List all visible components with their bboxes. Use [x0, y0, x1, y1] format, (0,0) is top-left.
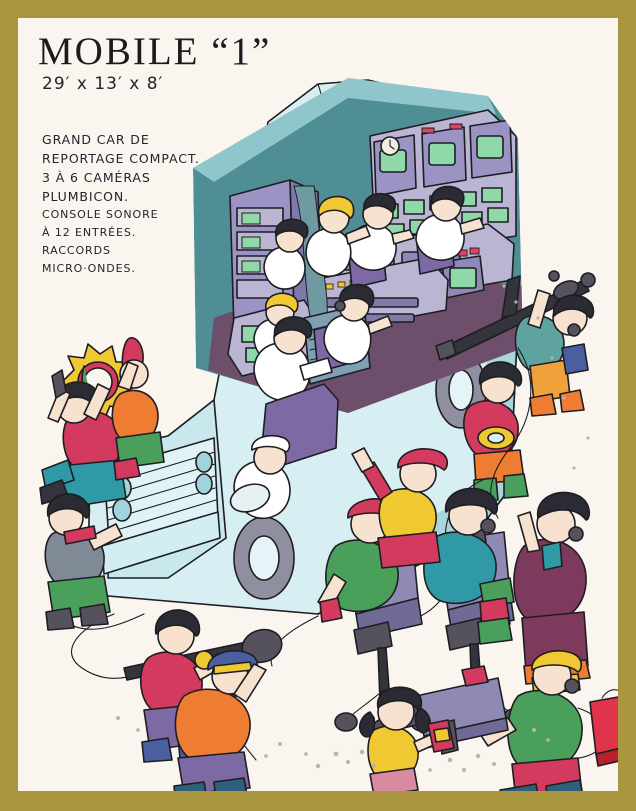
spec-line: GRAND CAR DE: [42, 132, 150, 147]
illustration: [18, 18, 618, 791]
technical-director: [415, 185, 485, 261]
illustration-canvas: [39, 78, 618, 791]
spec-block: GRAND CAR DE REPORTAGE COMPACT. 3 À 6 CA…: [42, 130, 257, 278]
boom-operator: [173, 650, 267, 791]
ground-speckles: [116, 262, 590, 772]
vtr-operator-upper: [263, 218, 309, 290]
driver: [229, 434, 291, 520]
portable-cameraman: [479, 650, 583, 791]
spec-line: REPORTAGE COMPACT.: [42, 151, 200, 166]
cable-puller: [44, 493, 123, 631]
spec-line: MICRO·ONDES.: [42, 262, 136, 275]
child-bystander: [358, 686, 455, 791]
battery-case: [589, 689, 618, 767]
poster-paper: MOBILE “1” 29′ x 13′ x 8′ GRAND CAR DE R…: [18, 18, 618, 791]
lighting-crew-b: [111, 359, 165, 481]
cable-handler-right: [463, 361, 529, 503]
page-title: MOBILE “1”: [38, 30, 272, 73]
spec-line: À 12 ENTRÉES.: [42, 226, 137, 239]
microwave-mast: [435, 270, 596, 361]
cameraman-right: [423, 487, 515, 645]
spec-line: PLUMBICON.: [42, 189, 129, 204]
dimensions-label: 29′ x 13′ x 8′: [42, 74, 164, 94]
spec-line: CONSOLE SONORE: [42, 208, 159, 221]
spec-line: RACCORDS: [42, 244, 111, 257]
mast-climber: [514, 289, 595, 417]
floor-manager: [351, 447, 449, 569]
engineer-seated: [253, 316, 333, 402]
audio-engineer: [323, 283, 393, 365]
spec-line: 3 À 6 CAMÉRAS: [42, 170, 151, 185]
production-assistant: [305, 195, 371, 278]
